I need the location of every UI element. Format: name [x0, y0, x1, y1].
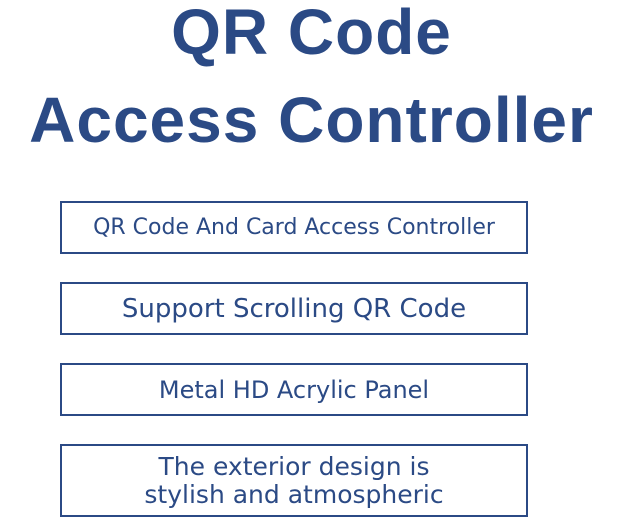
heading-line-1: QR Code	[171, 0, 452, 68]
feature-box-scrolling-qr: Support Scrolling QR Code	[60, 282, 528, 335]
feature-text-line-1: The exterior design is	[158, 451, 430, 481]
feature-text: Metal HD Acrylic Panel	[158, 375, 430, 404]
feature-text: QR Code And Card Access Controller	[93, 215, 495, 240]
feature-box-exterior-design: The exterior design is stylish and atmos…	[60, 444, 528, 517]
heading-line-2: Access Controller	[29, 84, 594, 156]
feature-box-qr-card: QR Code And Card Access Controller	[60, 201, 528, 254]
feature-text: Support Scrolling QR Code	[121, 293, 467, 324]
feature-box-acrylic-panel: Metal HD Acrylic Panel	[60, 363, 528, 416]
feature-text-line-2: stylish and atmospheric	[144, 479, 444, 509]
